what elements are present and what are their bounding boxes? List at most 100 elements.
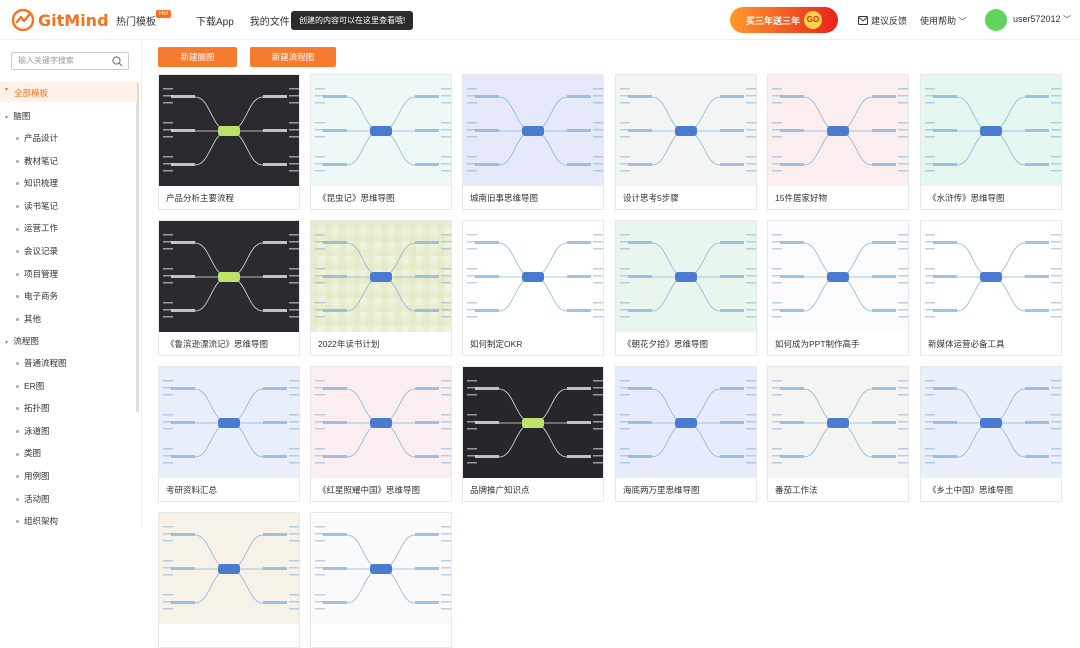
- promo-text: 买三年送三年: [745, 15, 800, 26]
- sidebar-item-mind-2[interactable]: 知识梳理: [16, 177, 58, 189]
- template-card[interactable]: 如何制定OKR: [462, 220, 604, 356]
- template-card[interactable]: 产品分析主要流程: [158, 74, 300, 210]
- sidebar-item-flow-5[interactable]: 用例图: [16, 470, 50, 482]
- sidebar-item-mind-7[interactable]: 电子商务: [16, 290, 58, 302]
- sidebar-group-flow[interactable]: ▾ 流程图: [5, 335, 39, 347]
- sidebar-item-flow-7[interactable]: 组织架构: [16, 515, 58, 527]
- template-card[interactable]: 2022年读书计划: [310, 220, 452, 356]
- sidebar-item-mind-6[interactable]: 项目管理: [16, 268, 58, 280]
- template-card[interactable]: [158, 512, 300, 648]
- main-nav: 热门模板 下载App 我的文件: [116, 0, 290, 40]
- template-thumbnail: [311, 75, 451, 186]
- template-thumbnail: [311, 513, 451, 624]
- help-menu[interactable]: 使用帮助 ﹀: [920, 14, 967, 27]
- template-card[interactable]: [310, 512, 452, 648]
- mail-icon: [858, 16, 868, 25]
- sidebar-item-mind-3[interactable]: 读书笔记: [16, 200, 58, 212]
- template-title: 如何成为PPT制作高手: [775, 339, 860, 349]
- sidebar-scrollbar[interactable]: [136, 82, 139, 412]
- template-card[interactable]: 《昆虫记》思维导图: [310, 74, 452, 210]
- template-card[interactable]: 考研资料汇总: [158, 366, 300, 502]
- search-input[interactable]: 输入关键字搜索: [11, 52, 129, 70]
- template-thumbnail: [159, 513, 299, 624]
- sidebar-item-flow-6[interactable]: 活动图: [16, 493, 50, 505]
- template-card[interactable]: 新媒体运营必备工具: [920, 220, 1062, 356]
- chevron-down-icon: ﹀: [958, 17, 967, 26]
- template-thumbnail: [616, 75, 756, 186]
- new-flowchart-button[interactable]: 新建流程图: [250, 47, 336, 67]
- template-title: 《昆虫记》思维导图: [318, 193, 395, 203]
- sidebar-item-label: 读书笔记: [24, 200, 59, 211]
- sidebar-item-flow-0[interactable]: 普通流程图: [16, 357, 67, 369]
- sidebar-item-label: 全部模板: [14, 88, 49, 98]
- bullet-dot-icon: [16, 137, 19, 141]
- sidebar-item-label: 电子商务: [24, 291, 59, 302]
- sidebar-item-label: ER图: [24, 380, 45, 391]
- avatar[interactable]: [985, 9, 1007, 31]
- nav-hot-templates[interactable]: 热门模板: [116, 16, 156, 28]
- user-menu[interactable]: user572012 ﹀: [1013, 14, 1071, 25]
- logo[interactable]: GitMind: [12, 9, 109, 31]
- promo-banner[interactable]: 买三年送三年 GO: [730, 7, 838, 33]
- template-card[interactable]: 《鲁滨逊漂流记》思维导图: [158, 220, 300, 356]
- sidebar-item-flow-1[interactable]: ER图: [16, 380, 44, 392]
- sidebar-item-flow-3[interactable]: 泳道图: [16, 425, 50, 437]
- sidebar-item-label: 用例图: [24, 471, 50, 481]
- template-thumbnail: [159, 221, 299, 332]
- sidebar-item-all[interactable]: ▾ 全部模板: [0, 82, 137, 102]
- user-name: user572012: [1013, 14, 1061, 24]
- sidebar-item-label: 普通流程图: [24, 358, 67, 368]
- template-title: 《乡土中国》思维导图: [928, 485, 1014, 495]
- sidebar-item-flow-4[interactable]: 类图: [16, 447, 41, 459]
- template-title: 设计思考5步骤: [623, 193, 679, 203]
- template-thumbnail: [463, 367, 603, 478]
- sidebar-group-label: 流程图: [13, 336, 39, 346]
- sidebar-item-label: 产品设计: [24, 133, 59, 143]
- template-thumbnail: [921, 367, 1061, 478]
- template-card[interactable]: 设计思考5步骤: [615, 74, 757, 210]
- top-bar: GitMind 热门模板 下载App 我的文件 Hot 创建的内容可以在这里查看…: [0, 0, 1080, 40]
- template-thumbnail: [463, 221, 603, 332]
- sidebar-group-mind[interactable]: ▾ 脑图: [5, 110, 30, 122]
- bullet-dot-icon: [16, 318, 19, 322]
- template-card[interactable]: 《朝花夕拾》思维导图: [615, 220, 757, 356]
- template-title: 新媒体运营必备工具: [928, 339, 1005, 349]
- sidebar-item-flow-2[interactable]: 拓扑图: [16, 402, 50, 414]
- gitmind-logo-icon: [12, 9, 34, 31]
- template-thumbnail: [311, 221, 451, 332]
- sidebar-item-label: 项目管理: [24, 268, 59, 279]
- sidebar-item-mind-8[interactable]: 其他: [16, 313, 41, 325]
- bullet-dot-icon: [16, 205, 19, 209]
- sidebar-item-mind-1[interactable]: 教材笔记: [16, 155, 58, 167]
- template-thumbnail: [616, 221, 756, 332]
- template-card[interactable]: 如何成为PPT制作高手: [767, 220, 909, 356]
- template-title: 品牌推广知识点: [470, 485, 530, 495]
- sidebar-item-mind-5[interactable]: 会议记录: [16, 245, 58, 257]
- bullet-dot-icon: [16, 452, 19, 456]
- chevron-down-icon: ▾: [5, 87, 9, 93]
- my-files-tooltip: 创建的内容可以在这里查看哦!: [291, 11, 414, 30]
- sidebar-item-label: 运营工作: [24, 223, 59, 234]
- new-mindmap-button[interactable]: 新建脑图: [158, 47, 237, 67]
- template-card[interactable]: 城南旧事思维导图: [462, 74, 604, 210]
- help-label: 使用帮助: [920, 16, 957, 26]
- search-icon[interactable]: [112, 56, 123, 67]
- template-thumbnail: [311, 367, 451, 478]
- sidebar-item-mind-4[interactable]: 运营工作: [16, 222, 58, 234]
- nav-my-files[interactable]: 我的文件: [249, 16, 290, 28]
- bullet-dot-icon: [16, 227, 19, 231]
- sidebar-item-label: 会议记录: [24, 246, 59, 256]
- template-card[interactable]: 《水浒传》思维导图: [920, 74, 1062, 210]
- sidebar-item-label: 知识梳理: [24, 178, 59, 189]
- bullet-dot-icon: [16, 362, 19, 366]
- template-card[interactable]: 品牌推广知识点: [462, 366, 604, 502]
- sidebar-item-mind-0[interactable]: 产品设计: [16, 132, 58, 144]
- feedback-link[interactable]: 建议反馈: [858, 14, 907, 27]
- sidebar-item-label: 拓扑图: [24, 403, 50, 414]
- template-card[interactable]: 《乡土中国》思维导图: [920, 366, 1062, 502]
- template-card[interactable]: 《红星照耀中国》思维导图: [310, 366, 452, 502]
- template-card[interactable]: 番茄工作法: [767, 366, 909, 502]
- template-card[interactable]: 15件居家好物: [767, 74, 909, 210]
- nav-download-app[interactable]: 下载App: [196, 16, 234, 28]
- template-card[interactable]: 海底两万里思维导图: [615, 366, 757, 502]
